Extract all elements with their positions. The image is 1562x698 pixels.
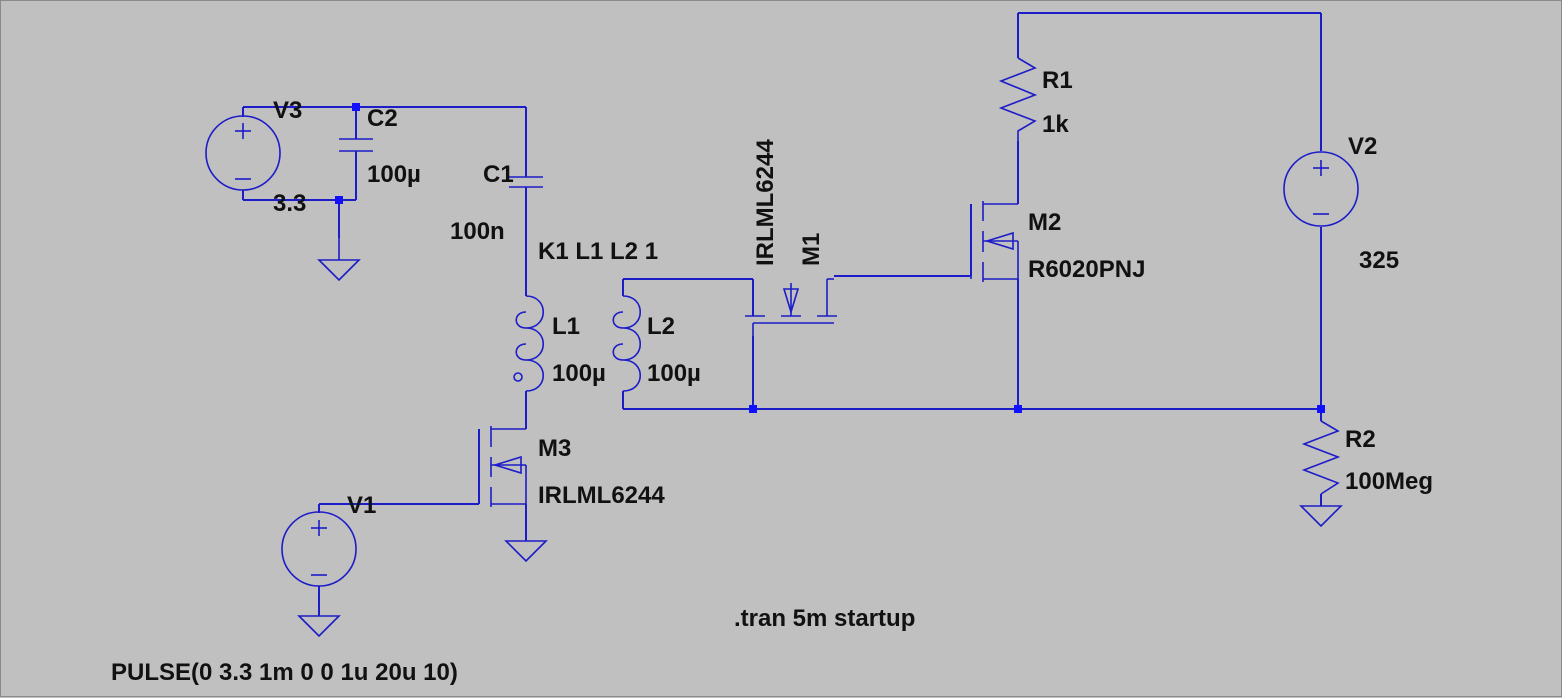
body-arrow (492, 455, 522, 475)
m2-name: M2 (1028, 209, 1061, 236)
inductor-coil (525, 295, 544, 392)
v1-name: V1 (347, 492, 376, 519)
l1-value: 100µ (552, 360, 606, 387)
c1-value: 100n (450, 218, 505, 245)
capacitor-c1[interactable] (509, 176, 543, 188)
m3-value: IRLML6244 (538, 482, 665, 509)
tran-directive[interactable]: .tran 5m startup (734, 605, 915, 632)
l2-name: L2 (647, 313, 675, 340)
body-arrow (782, 288, 800, 315)
inductor-l2[interactable] (612, 295, 641, 392)
coupling-directive[interactable]: K1 L1 L2 1 (538, 238, 658, 265)
c2-name: C2 (367, 105, 398, 132)
labels: V3 3.3 C2 100µ C1 100n K1 L1 L2 1 L1 100… (111, 67, 1433, 686)
ground-symbol (1299, 505, 1343, 528)
m3-name: M3 (538, 435, 571, 462)
mosfet-m2[interactable] (970, 201, 1019, 282)
m1-name: M1 (798, 233, 825, 266)
ground-triangle (504, 540, 548, 563)
junction-dot (335, 196, 343, 204)
l2-value: 100µ (647, 360, 701, 387)
m1-value: IRLML6244 (752, 139, 779, 266)
inductor-coil (622, 295, 641, 392)
r1-name: R1 (1042, 67, 1073, 94)
inductor-core (515, 311, 527, 361)
inductor-l1[interactable] (513, 295, 544, 392)
resistor-r2[interactable] (1301, 420, 1341, 495)
r1-value: 1k (1042, 111, 1069, 138)
v2-name: V2 (1348, 133, 1377, 160)
c1-name: C1 (483, 161, 514, 188)
junction-dot (1317, 405, 1325, 413)
l1-name: L1 (552, 313, 580, 340)
junction-dot (1014, 405, 1022, 413)
c2-value: 100µ (367, 161, 421, 188)
ground-triangle (297, 615, 341, 638)
mosfet-m3[interactable] (478, 426, 527, 507)
ground-triangle (317, 259, 361, 282)
resistor-r1[interactable] (998, 57, 1038, 141)
v2-value: 325 (1359, 247, 1399, 274)
source-circle (1283, 151, 1359, 227)
body-arrow (984, 231, 1014, 251)
ground-symbol (297, 615, 341, 638)
junction-dot (352, 103, 360, 111)
v1-value: PULSE(0 3.3 1m 0 0 1u 20u 10) (111, 659, 458, 686)
ground-triangle (1299, 505, 1343, 528)
junctions (335, 103, 1325, 413)
source-circle (205, 115, 281, 191)
v3-value: 3.3 (273, 190, 306, 217)
resistor-zigzag (998, 57, 1038, 141)
r2-name: R2 (1345, 426, 1376, 453)
m2-value: R6020PNJ (1028, 256, 1145, 283)
junction-dot (749, 405, 757, 413)
mosfet-m1[interactable] (745, 278, 837, 336)
v3-name: V3 (273, 97, 302, 124)
voltage-source-v1[interactable] (281, 511, 357, 587)
ground-symbol (317, 238, 361, 282)
phase-dot (513, 372, 523, 382)
voltage-source-v3[interactable] (205, 115, 281, 191)
resistor-zigzag (1301, 420, 1341, 495)
r2-value: 100Meg (1345, 468, 1433, 495)
capacitor-c2[interactable] (339, 138, 373, 152)
wires (242, 12, 1322, 616)
ground-symbol (504, 540, 548, 563)
inductor-core (612, 311, 624, 361)
source-circle (281, 511, 357, 587)
voltage-source-v2[interactable] (1283, 151, 1359, 227)
